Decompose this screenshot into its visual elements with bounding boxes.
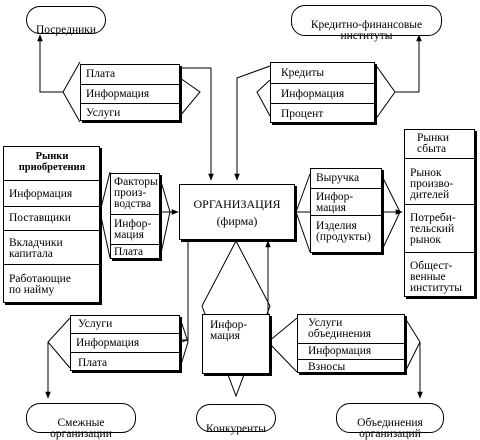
adjacent-organizations-label: Смежные организации (50, 417, 112, 440)
acquisition-market-item: Информация (4, 180, 99, 206)
adjacent-flow-item: Услуги (78, 318, 113, 330)
associations-flow-item: Информация (298, 343, 404, 359)
intermediaries-label: Посредники (35, 24, 97, 36)
organization-title: ОРГАНИЗАЦИЯ (193, 197, 281, 211)
sales-market-item: Рынок произво- дителей (405, 158, 474, 204)
credit-institutions-label: Кредитно-финансовые институты (310, 19, 423, 42)
sales-flow-box: Выручка Инфор- мация Изделия (продукты) (310, 168, 382, 253)
associations-flow-box: Услуги объединения Информация Взносы (297, 314, 405, 373)
acquisition-markets-box: Рынки приобретения Информация Поставщики… (3, 146, 100, 303)
credit-flow-item: Кредиты (281, 67, 325, 79)
sales-market-item: Общест- венные институты (405, 252, 474, 298)
organization-box: ОРГАНИЗАЦИЯ (фирма) (179, 184, 295, 240)
acquisition-market-item: Поставщики (4, 206, 99, 230)
associations-label: Объединения организаций (357, 417, 423, 440)
organization-subtitle: (фирма) (216, 214, 258, 228)
acquisition-flow-item: Плата (111, 244, 159, 260)
intermediaries-flow-box: Плата Информация Услуги (80, 64, 180, 121)
adjacent-flow-item: Информация (71, 333, 179, 352)
adjacent-flow-item: Плата (71, 352, 179, 372)
competitors-flow-box: Инфор- мация (202, 314, 270, 374)
credit-flow-item: Информация (271, 83, 374, 103)
associations-flow-item: Услуги объединения (308, 317, 372, 340)
credit-flow-box: Кредиты Информация Процент (270, 62, 375, 123)
adjacent-organizations-oval: Смежные организации (26, 403, 136, 440)
competitors-flow-item: Инфор- мация (210, 319, 248, 342)
associations-oval: Объединения организаций (336, 403, 444, 440)
sales-flow-item: Инфор- мация (311, 188, 381, 215)
intermediaries-flow-item: Плата (86, 68, 116, 80)
credit-flow-item: Процент (271, 103, 374, 124)
intermediaries-oval: Посредники (26, 6, 106, 36)
acquisition-flow-item: Факторы произ- водства (114, 176, 158, 210)
acquisition-market-item: Работающие по найму (4, 264, 99, 304)
competitors-label: Конкуренты (206, 423, 266, 435)
sales-markets-box: Рынки сбыта Рынок произво- дителей Потре… (404, 129, 475, 297)
acquisition-flow-box: Факторы произ- водства Инфор- мация Плат… (110, 173, 160, 259)
associations-flow-item: Взносы (298, 359, 404, 374)
credit-institutions-oval: Кредитно-финансовые институты (291, 5, 442, 42)
sales-flow-item: Изделия (продукты) (311, 215, 381, 254)
acquisition-markets-title: Рынки приобретения (18, 151, 86, 173)
sales-market-item: Потреби- тельский рынок (405, 204, 474, 252)
intermediaries-flow-item: Информация (81, 84, 179, 103)
sales-flow-item: Выручка (316, 172, 360, 184)
sales-markets-title: Рынки сбыта (417, 132, 450, 155)
competitors-oval: Конкуренты (196, 404, 276, 435)
acquisition-market-item: Вкладчики капитала (4, 230, 99, 264)
intermediaries-flow-item: Услуги (81, 103, 179, 122)
acquisition-flow-item: Инфор- мация (111, 214, 159, 244)
adjacent-flow-box: Услуги Информация Плата (70, 315, 180, 371)
